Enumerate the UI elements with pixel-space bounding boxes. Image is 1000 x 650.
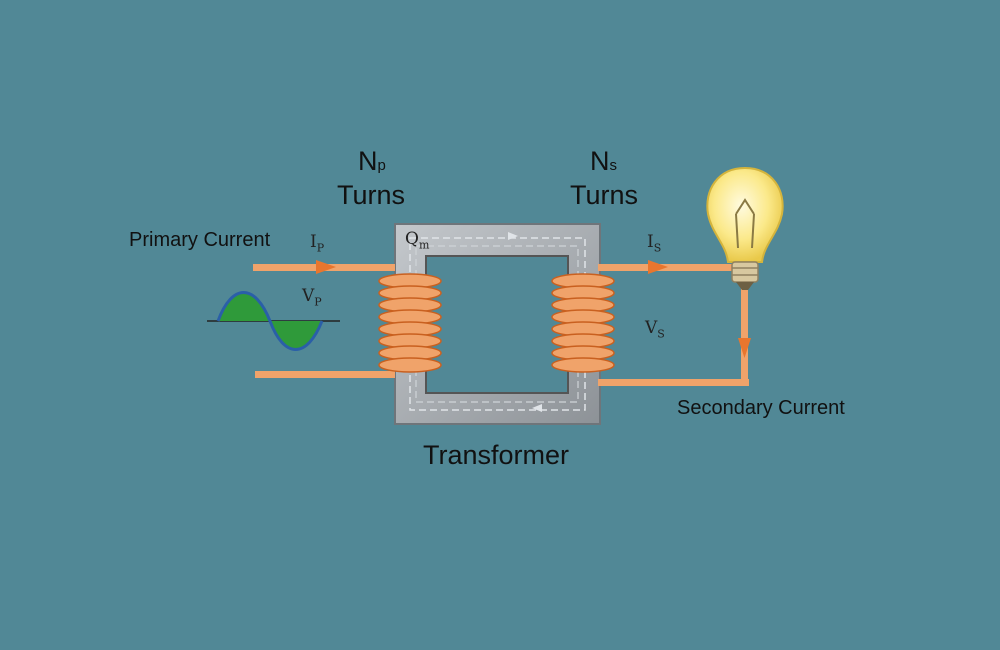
primary-coil (378, 273, 442, 373)
primary-turns-label: Turns (337, 180, 406, 210)
light-bulb-icon (706, 166, 784, 290)
magnetic-flux-symbol: Qm (405, 229, 430, 252)
transformer-label: Transformer (423, 440, 570, 470)
primary-voltage-symbol: VP (302, 286, 322, 309)
secondary-coil (551, 273, 615, 373)
secondary-current-symbol: IS (647, 232, 662, 255)
primary-current-symbol: IP (310, 232, 325, 255)
primary-wires (253, 260, 395, 378)
primary-current-label: Primary Current (129, 229, 271, 251)
sine-wave-icon (207, 291, 340, 351)
primary-turns-symbol: Np (358, 146, 386, 176)
secondary-voltage-symbol: VS (645, 318, 665, 341)
secondary-current-label: Secondary Current (677, 397, 845, 419)
secondary-turns-label: Turns (570, 180, 639, 210)
secondary-turns-symbol: Ns (590, 146, 617, 176)
secondary-wires (598, 260, 751, 386)
